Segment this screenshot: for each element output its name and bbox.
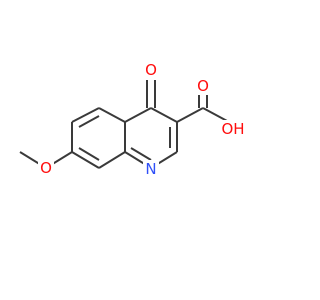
carbonyl-oxygen-label-bg	[195, 77, 211, 95]
ketone-oxygen-label-bg	[143, 62, 159, 80]
bond-c5-c6-inner	[78, 115, 100, 128]
nitrogen-label: N	[145, 160, 156, 178]
ether-oxygen-label-bg	[38, 159, 54, 177]
carbonyl-oxygen-label: O	[197, 77, 209, 95]
bond-c5-c6	[71, 107, 100, 123]
ether-oxygen-label: O	[40, 159, 52, 177]
bond-c7-c8-inner	[78, 147, 100, 161]
bond-c4-c3	[150, 107, 178, 123]
bond-c4a-c5	[98, 107, 126, 123]
molecule-structure-diagram: O O OH N O	[19, 61, 247, 178]
bond-c8-c8a	[98, 151, 126, 169]
bond-c3-cooh	[176, 107, 204, 123]
bond-n1-c8a-inner	[130, 147, 152, 161]
hydroxyl-label: OH	[221, 120, 244, 138]
bond-cooh-oh	[202, 107, 230, 123]
bond-c4a-c4	[124, 107, 152, 123]
hydroxyl-label-bg	[219, 120, 247, 138]
nitrogen-label-bg	[143, 160, 159, 178]
ketone-oxygen-label: O	[145, 61, 157, 79]
bond-c7-c8	[71, 151, 100, 169]
atom-label-group: O O OH N O	[38, 61, 247, 178]
